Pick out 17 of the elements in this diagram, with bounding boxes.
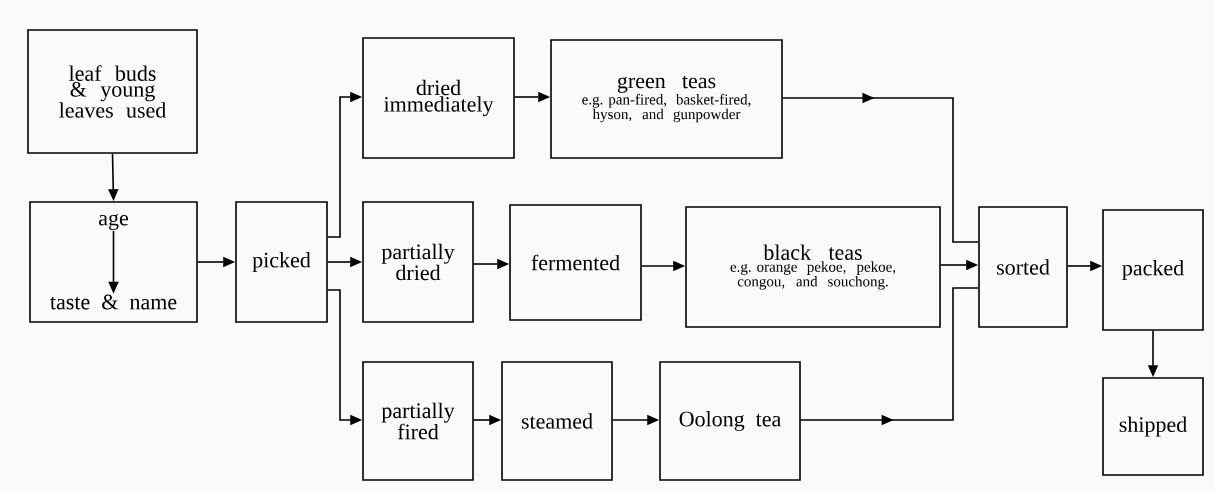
process-box: black teas e.g. orange pekoe, pekoe, congou, and souchong. [685,206,941,328]
process-box: sorted [978,206,1068,328]
process-box: shipped [1102,377,1204,476]
process-box: packed [1102,209,1204,331]
process-box: green teas e.g. pan-fired, basket-fired, hyson, and gunpowder [550,39,783,159]
process-box: steamed [501,361,613,481]
process-box: partially dried [362,201,474,323]
process-box: picked [235,201,328,323]
process-box: dried immediately [362,37,515,159]
process-box: leaf buds & young leaves used [27,29,198,154]
arrow [782,92,979,243]
process-box: Oolong tea [659,361,801,481]
process-box: partially fired [362,361,474,481]
process-box: fermented [509,204,642,321]
process-box [29,201,198,323]
step-label: age [99,214,128,231]
step-label: taste & name [50,294,177,310]
